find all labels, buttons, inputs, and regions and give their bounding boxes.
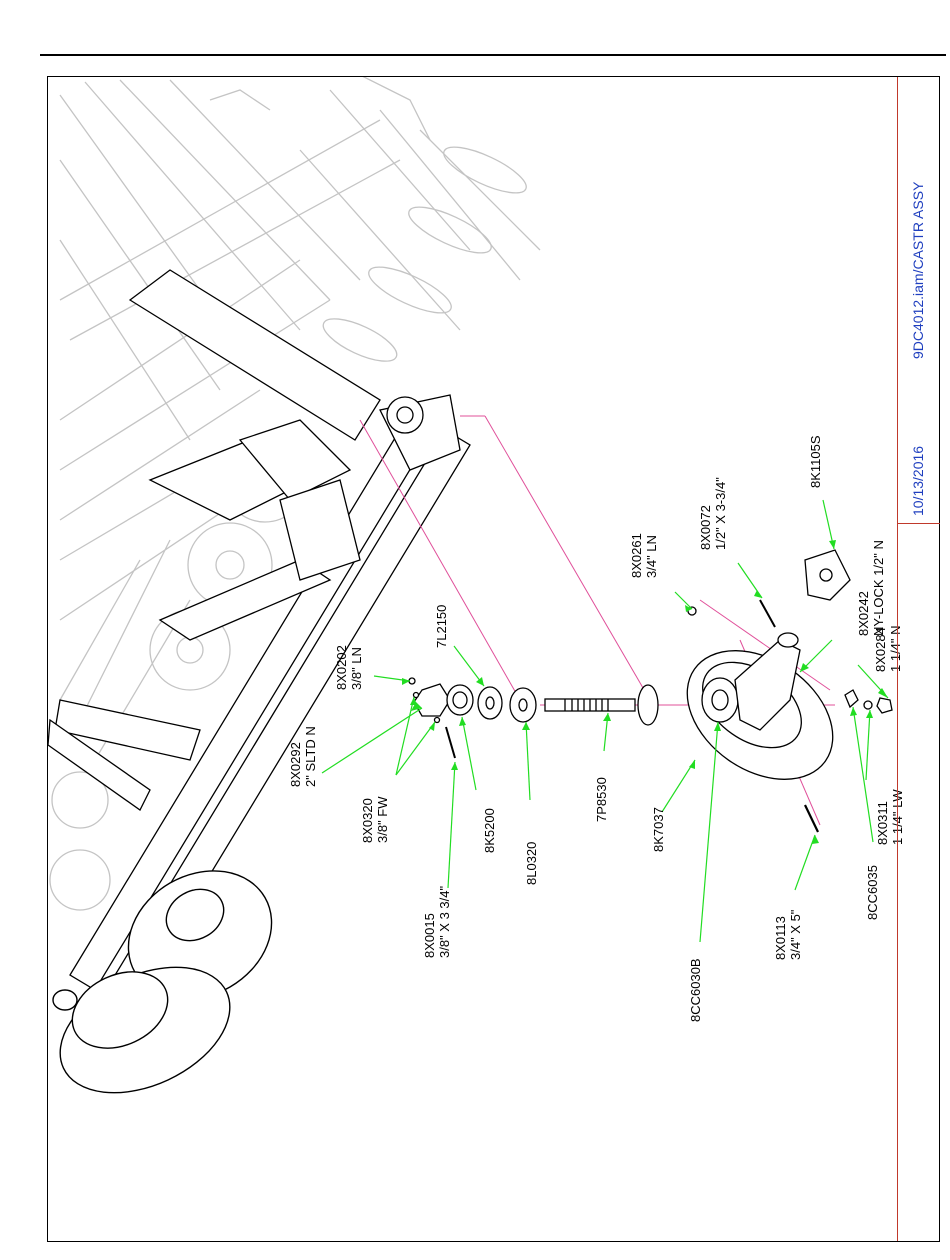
callout-8K1105S-part: 8K1105S	[808, 435, 823, 488]
callout-8X0242-desc: NY-LOCK 1/2" N	[871, 540, 886, 636]
callout-8X0242-part: 8X0242	[856, 591, 871, 636]
callout-8X0015-part: 8X0015	[422, 913, 437, 958]
callout-8CC6030B-part: 8CC6030B	[688, 958, 703, 1022]
callout-8K7037-part: 8K7037	[651, 807, 666, 852]
title-block-divider	[898, 523, 940, 524]
callout-8X0113-part: 8X0113	[773, 916, 788, 960]
callout-8L0320-part: 8L0320	[524, 842, 539, 885]
title-block: 9DC4012.iam/CASTR ASSY 10/13/2016	[897, 77, 939, 1241]
drawing-date: 10/13/2016	[910, 446, 926, 516]
callout-7L2150-part: 7L2150	[434, 605, 449, 648]
callout-8X0261-desc: 3/4" LN	[644, 535, 659, 578]
callout-8K5200-part: 8K5200	[482, 808, 497, 853]
callout-8X0320-part: 8X0320	[360, 798, 375, 843]
exploded-parts	[409, 550, 892, 832]
callout-8X0072-part: 8X0072	[698, 505, 713, 550]
main-wheels	[40, 846, 295, 1118]
callout-8X0202-desc: 3/8" LN	[349, 647, 364, 690]
callout-8X0320-desc: 3/8" FW	[375, 796, 390, 843]
callout-8X0113-desc: 3/4" X 5"	[788, 909, 803, 960]
callout-8CC6035-part: 8CC6035	[865, 865, 880, 920]
callout-8X0261-part: 8X0261	[629, 533, 644, 578]
callout-8X0015-desc: 3/8" X 3 3/4"	[437, 886, 452, 958]
callout-8X0292-part: 8X0292	[288, 742, 303, 787]
callout-7P8530-part: 7P8530	[594, 777, 609, 822]
callout-8X0311-part: 8X0311	[875, 801, 890, 845]
drawing-file-name: 9DC4012.iam/CASTR ASSY	[910, 182, 926, 359]
callout-8X0284-part: 8X0284	[873, 627, 888, 672]
callout-8X0202-part: 8X0202	[334, 645, 349, 690]
callout-8X0072-desc: 1/2" X 3-3/4"	[713, 477, 728, 550]
callout-8X0292-desc: 2" SLTD N	[303, 726, 318, 787]
